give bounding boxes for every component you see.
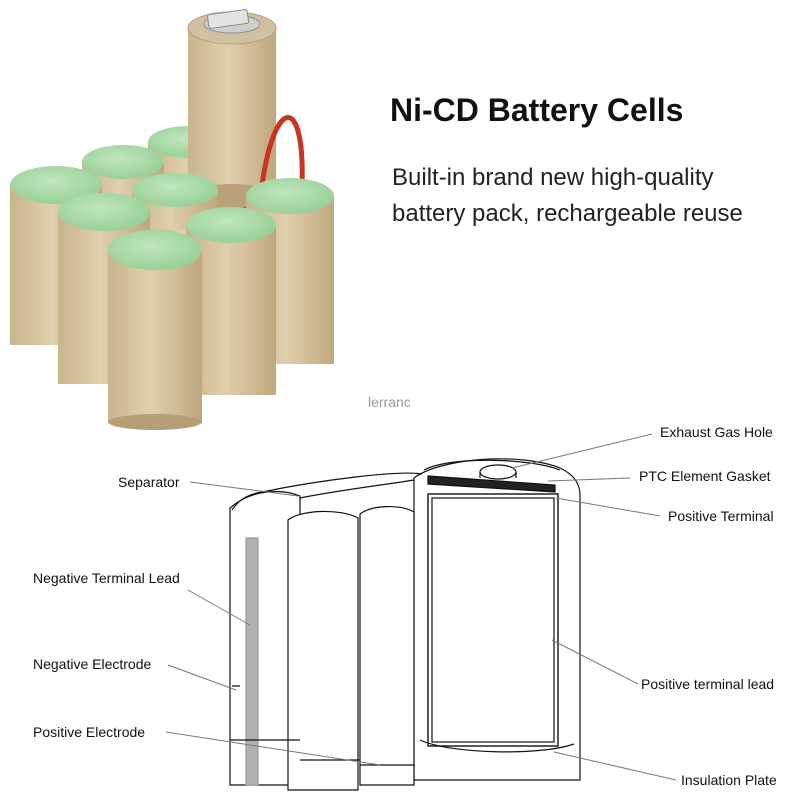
label-separator: Separator [118,474,180,490]
subtitle-line-1: Built-in brand new high-quality [392,164,714,191]
red-wire [259,115,305,186]
label-exhaust-gas-hole: Exhaust Gas Hole [660,424,773,440]
label-insulation-plate: Insulation Plate [681,772,777,788]
watermark: lerranc [368,394,411,410]
cell-tall [187,9,277,208]
label-positive-electrode: Positive Electrode [33,724,146,740]
battery-pack-photo [10,9,334,430]
label-negative-terminal-lead: Negative Terminal Lead [33,570,180,586]
label-ptc-element-gasket: PTC Element Gasket [639,468,771,484]
label-negative-electrode: Negative Electrode [33,656,152,672]
label-positive-terminal: Positive Terminal [668,508,774,524]
page-title: Ni-CD Battery Cells [390,92,684,128]
subtitle-line-2: battery pack, rechargeable reuse [392,200,743,227]
label-positive-terminal-lead: Positive terminal lead [641,676,775,692]
cell-front-center [108,230,202,430]
cell-cross-section-diagram [165,433,677,791]
